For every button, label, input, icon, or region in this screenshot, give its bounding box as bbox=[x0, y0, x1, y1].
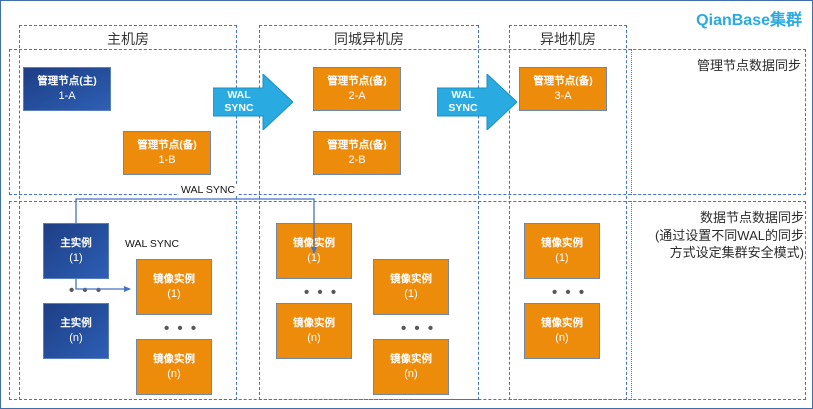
node-label-line1: 主实例 bbox=[60, 317, 92, 330]
data-sync-note-line-3: 方式设定集群安全模式) bbox=[669, 245, 804, 261]
node-label-line2: 1-B bbox=[158, 153, 176, 166]
node-label-line1: 主实例 bbox=[60, 237, 92, 250]
node-label-line1: 镜像实例 bbox=[541, 317, 583, 330]
node-data-mirror-remote-n[interactable]: 镜像实例 (n) bbox=[524, 303, 600, 359]
data-sync-note: 数据节点数据同步 (通过设置不同WAL的同步 方式设定集群安全模式) bbox=[641, 209, 804, 262]
node-label-line2: (1) bbox=[69, 251, 83, 264]
node-label-line2: 1-A bbox=[58, 89, 76, 102]
node-label-line1: 管理节点(备) bbox=[533, 75, 593, 88]
node-label-line2: (1) bbox=[404, 287, 418, 300]
node-data-mirror-remote-1[interactable]: 镜像实例 (1) bbox=[524, 223, 600, 279]
node-label-line1: 镜像实例 bbox=[293, 317, 335, 330]
ellipsis-data-mirror-samecity-b: • • • bbox=[401, 320, 436, 337]
management-sync-note: 管理节点数据同步 bbox=[641, 57, 801, 75]
node-label-line2: (n) bbox=[555, 331, 569, 344]
node-data-mirror-samecity-b-1[interactable]: 镜像实例 (1) bbox=[373, 259, 449, 315]
node-label-line2: (n) bbox=[167, 367, 181, 380]
node-label-line1: 镜像实例 bbox=[390, 273, 432, 286]
node-label-line1: 管理节点(备) bbox=[327, 139, 387, 152]
column-title-remote-site: 异地机房 bbox=[540, 31, 596, 47]
node-label-line2: 2-A bbox=[348, 89, 366, 102]
node-data-primary-n[interactable]: 主实例 (n) bbox=[43, 303, 109, 359]
node-data-mirror-local-1[interactable]: 镜像实例 (1) bbox=[136, 259, 212, 315]
management-sync-note-line: 管理节点数据同步 bbox=[696, 58, 801, 73]
connector-label-cross-site: WAL SYNC bbox=[179, 184, 238, 196]
column-title-primary-site: 主机房 bbox=[107, 31, 149, 47]
row-container-management-sync bbox=[9, 49, 806, 195]
node-management-primary-1a[interactable]: 管理节点(主) 1-A bbox=[23, 67, 111, 111]
ellipsis-data-mirror-local: • • • bbox=[164, 320, 199, 337]
data-note-divider bbox=[631, 201, 806, 400]
node-data-mirror-samecity-a-1[interactable]: 镜像实例 (1) bbox=[276, 223, 352, 279]
node-management-standby-3a[interactable]: 管理节点(备) 3-A bbox=[519, 67, 607, 111]
row-container-data-sync bbox=[9, 201, 806, 400]
node-label-line1: 镜像实例 bbox=[541, 237, 583, 250]
node-label-line1: 管理节点(主) bbox=[37, 75, 97, 88]
node-label-line2: (1) bbox=[167, 287, 181, 300]
node-label-line2: 3-A bbox=[554, 89, 572, 102]
node-label-line2: (n) bbox=[404, 367, 418, 380]
node-label-line2: (1) bbox=[307, 251, 321, 264]
node-data-mirror-local-n[interactable]: 镜像实例 (n) bbox=[136, 339, 212, 395]
ellipsis-data-mirror-remote: • • • bbox=[552, 284, 587, 301]
page-title: QianBase集群 bbox=[696, 12, 802, 29]
data-sync-note-line-2: (通过设置不同WAL的同步 bbox=[654, 227, 804, 243]
wal-sync-arrow-1: WAL SYNC bbox=[213, 74, 293, 130]
column-title-same-city-site: 同城异机房 bbox=[334, 31, 404, 47]
node-label-line1: 镜像实例 bbox=[153, 353, 195, 366]
node-management-standby-2b[interactable]: 管理节点(备) 2-B bbox=[313, 131, 401, 175]
data-sync-note-line-1: 数据节点数据同步 bbox=[699, 210, 804, 225]
node-label-line1: 镜像实例 bbox=[390, 353, 432, 366]
node-label-line1: 管理节点(备) bbox=[327, 75, 387, 88]
wal-sync-arrow-2: WAL SYNC bbox=[437, 74, 517, 130]
node-label-line1: 管理节点(备) bbox=[137, 139, 197, 152]
node-management-standby-1b[interactable]: 管理节点(备) 1-B bbox=[123, 131, 211, 175]
node-label-line1: 镜像实例 bbox=[153, 273, 195, 286]
management-note-divider bbox=[631, 49, 806, 195]
node-data-primary-1[interactable]: 主实例 (1) bbox=[43, 223, 109, 279]
ellipsis-data-mirror-samecity-a: • • • bbox=[304, 284, 339, 301]
node-data-mirror-samecity-a-n[interactable]: 镜像实例 (n) bbox=[276, 303, 352, 359]
ellipsis-data-primary: • • • bbox=[69, 282, 104, 299]
node-label-line2: 2-B bbox=[348, 153, 366, 166]
node-label-line2: (1) bbox=[555, 251, 569, 264]
node-label-line2: (n) bbox=[69, 331, 83, 344]
node-management-standby-2a[interactable]: 管理节点(备) 2-A bbox=[313, 67, 401, 111]
connector-label-local: WAL SYNC bbox=[125, 238, 180, 250]
node-label-line1: 镜像实例 bbox=[293, 237, 335, 250]
node-data-mirror-samecity-b-n[interactable]: 镜像实例 (n) bbox=[373, 339, 449, 395]
node-label-line2: (n) bbox=[307, 331, 321, 344]
